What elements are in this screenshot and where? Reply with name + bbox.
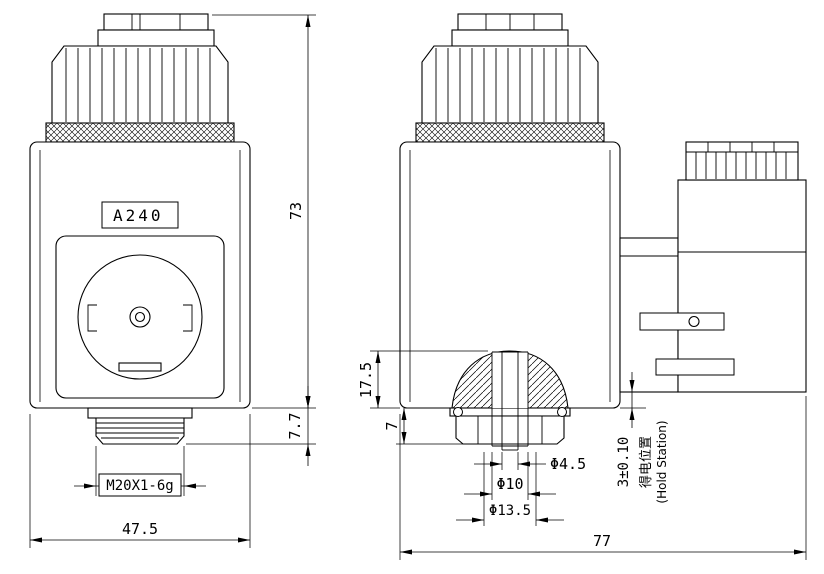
dim-tube-inner-dia-10: Φ10 — [464, 452, 556, 500]
dim-bore-dia-4-5: Φ4.5 — [474, 452, 586, 473]
dim-overall-width-77: 77 — [399, 396, 807, 560]
dim-thread-spec: M20X1-6g — [74, 446, 206, 497]
coil-model-label: A240 — [113, 206, 164, 225]
stub-dim-text: 7.7 — [286, 412, 304, 439]
center-screw-inner — [134, 311, 146, 323]
core-bore-lines — [491, 351, 529, 451]
nut-height-text: 7 — [383, 421, 401, 430]
left-bracket-mark — [87, 304, 97, 332]
center-screw-outer — [129, 306, 151, 328]
front-fins-section — [51, 45, 229, 124]
terminal-screw — [688, 315, 700, 328]
side-knurl-band — [415, 122, 605, 143]
tube-outer-dia-text: Φ13.5 — [489, 503, 531, 519]
front-top-connector — [97, 13, 215, 47]
right-bracket-mark — [183, 304, 193, 332]
width-dim-text: 47.5 — [122, 520, 158, 538]
spade-terminal-1 — [639, 312, 725, 331]
bore-dia-text: Φ4.5 — [550, 455, 586, 473]
washer — [449, 407, 571, 417]
dim-width-47-5: 47.5 — [29, 414, 251, 548]
front-coil-body — [29, 141, 251, 409]
front-dimensions: M20X1-6g 47.5 73 7.7 — [29, 14, 316, 548]
dim-height-73: 73 — [212, 14, 316, 409]
hold-station-en-text: (Hold Station) — [655, 420, 669, 503]
side-top-connector — [451, 13, 569, 47]
thread-spec-text: M20X1-6g — [106, 478, 173, 494]
front-din-socket-face — [55, 235, 225, 399]
hold-station-cn-text: 得电位置 — [638, 436, 654, 488]
side-dimensions: 17.5 7 3±0.10 得电位置 (Hold Station) Φ4.5 — [357, 350, 807, 560]
side-plug-assembly — [619, 141, 807, 393]
socket-circle — [77, 254, 203, 380]
front-thread-stub — [87, 407, 193, 445]
gland-ribs — [695, 142, 787, 179]
stroke-dim-text: 3±0.10 — [616, 437, 632, 488]
spade-terminal-2 — [655, 358, 735, 376]
overall-width-text: 77 — [593, 532, 611, 550]
o-ring-left — [453, 407, 463, 417]
dim-stub-7-7: 7.7 — [186, 386, 316, 466]
tube-inner-dia-text: Φ10 — [496, 475, 523, 493]
dim-nut-height-7: 7 — [383, 408, 463, 445]
o-ring-right — [557, 407, 567, 417]
cable-gland-cap — [685, 141, 799, 181]
side-view — [399, 13, 807, 451]
plug-body — [677, 179, 807, 393]
socket-slot — [118, 362, 162, 372]
tube-depth-text: 17.5 — [357, 362, 375, 398]
front-label-plate: A240 — [101, 201, 179, 229]
dim-tube-depth-17-5: 17.5 — [357, 350, 488, 409]
dim-tube-outer-dia-13-5: Φ13.5 — [456, 452, 564, 526]
side-cutaway-core — [449, 350, 571, 451]
hex-nut — [455, 415, 565, 445]
dim-stroke-3: 3±0.10 得电位置 (Hold Station) — [616, 372, 669, 504]
side-coil-body — [399, 141, 621, 409]
side-fins-section — [421, 45, 599, 124]
front-knurl-band — [45, 122, 235, 143]
front-view: A240 — [29, 13, 251, 445]
height-dim-text: 73 — [287, 202, 305, 220]
